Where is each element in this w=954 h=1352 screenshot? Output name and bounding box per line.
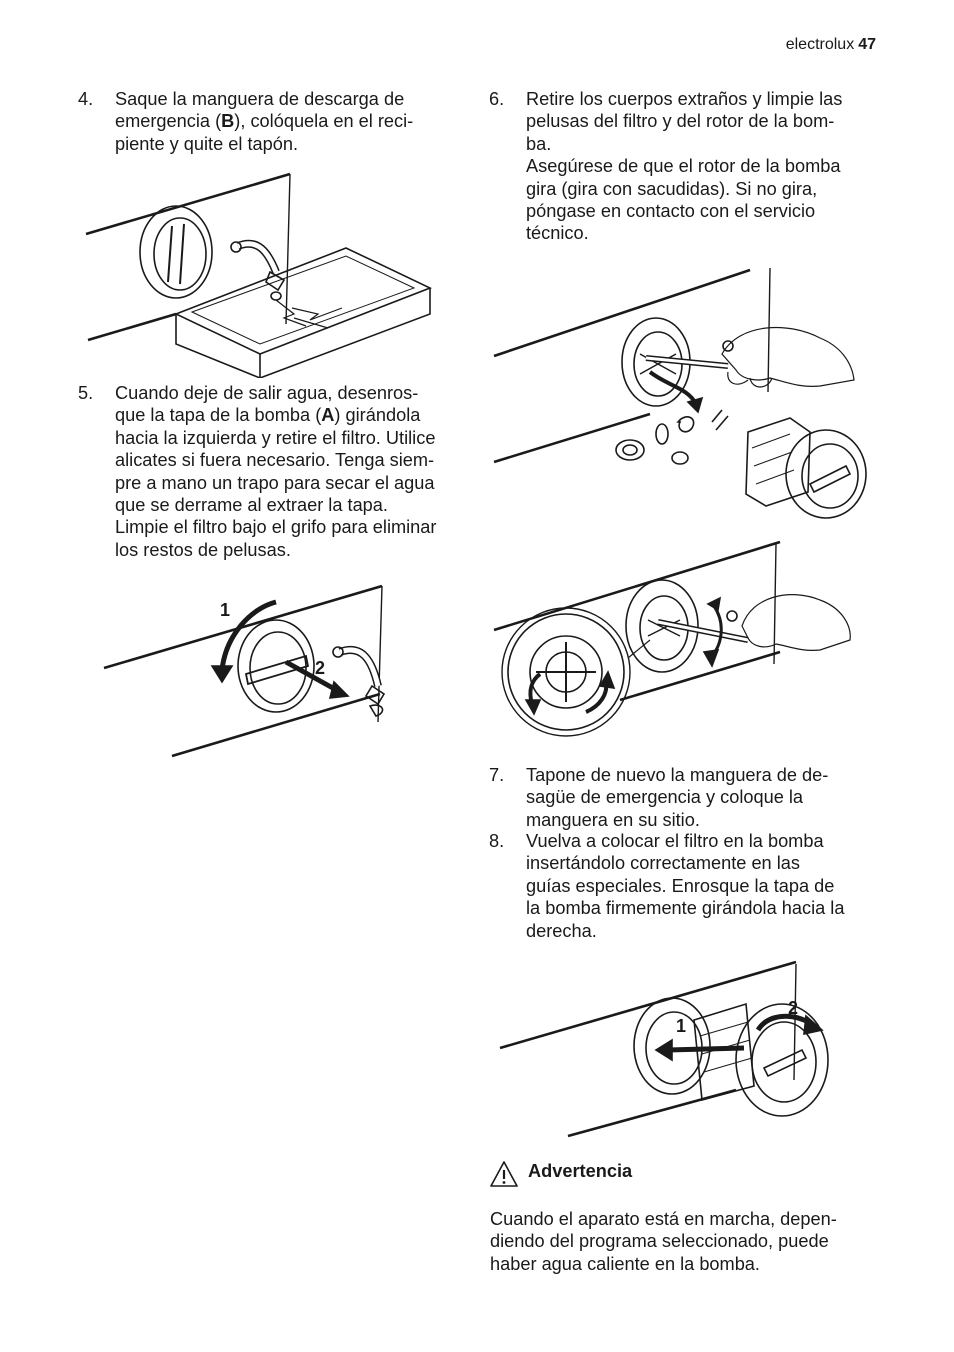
step-line: Tapone de nuevo la manguera de de-: [526, 765, 829, 785]
warning-line: diendo del programa seleccionado, puede: [490, 1231, 829, 1252]
step-text: Retire los cuerpos extraños y limpie las…: [526, 88, 842, 245]
step-line: Asegúrese de que el rotor de la bomba: [526, 156, 841, 177]
step-line: hacia la izquierda y retire el filtro. U…: [115, 427, 436, 448]
step-number: 6.: [489, 89, 505, 109]
warning-text: Cuando el aparato está en marcha, depen-…: [490, 1208, 880, 1275]
warning-line: Cuando el aparato está en marcha, depen-: [490, 1209, 837, 1229]
warning-line: haber agua caliente en la bomba.: [490, 1253, 760, 1274]
step-line: alicates si fuera necesario. Tenga siem-: [115, 450, 435, 471]
step-line: guías especiales. Enrosque la tapa de: [526, 875, 835, 896]
step-line: gira (gira con sacudidas). Si no gira,: [526, 178, 818, 199]
step-line: que se derrame al extraer la tapa.: [115, 495, 388, 516]
step-line: pre a mano un trapo para secar el agua: [115, 472, 435, 493]
step-line: insertándolo correctamente en las: [526, 853, 800, 874]
figure-label-2: 2: [788, 998, 799, 1018]
step-line: Saque la manguera de descarga de: [115, 89, 405, 109]
illustration-drain-hose: [80, 168, 440, 378]
step-line: que la tapa de la bomba (A) girándola: [115, 405, 421, 426]
step-line: Retire los cuerpos extraños y limpie las: [526, 89, 843, 109]
step-text: Tapone de nuevo la manguera de de- sagüe…: [526, 764, 828, 831]
step-line: Cuando deje de salir agua, desenros-: [115, 383, 419, 403]
illustration-clean-rotor: [490, 262, 870, 522]
step-text: Cuando deje de salir agua, desenros- que…: [115, 382, 436, 561]
step-line: manguera en su sitio.: [526, 809, 700, 830]
step-text: Saque la manguera de descarga de emergen…: [115, 88, 413, 155]
illustration-rotor-check: [490, 540, 870, 760]
callout-letter: A: [321, 405, 335, 426]
step-line: derecha.: [526, 920, 597, 941]
step-line: emergencia (B), colóquela en el reci-: [115, 111, 414, 132]
figure-label-1: 1: [220, 600, 231, 620]
step-line: pelusas del filtro y del rotor de la bom…: [526, 111, 835, 132]
step-text: Vuelva a colocar el filtro en la bomba i…: [526, 830, 844, 942]
step-line: la bomba firmemente girándola hacia la: [526, 898, 845, 919]
step-line: ba.: [526, 133, 552, 154]
warning-title: Advertencia: [528, 1161, 633, 1181]
step-line: los restos de pelusas.: [115, 539, 291, 560]
figure-label-2: 2: [315, 658, 326, 678]
step-line: técnico.: [526, 223, 589, 244]
step-line: sagüe de emergencia y coloque la: [526, 787, 804, 808]
figure-label-1: 1: [676, 1016, 687, 1036]
step-number: 4.: [78, 89, 94, 109]
warning-triangle-icon: [490, 1160, 518, 1193]
step-number: 8.: [489, 831, 505, 851]
step-line: Vuelva a colocar el filtro en la bomba: [526, 831, 824, 851]
step-number: 5.: [78, 383, 94, 403]
brand-name: electrolux: [785, 36, 855, 53]
callout-letter: B: [221, 111, 235, 132]
step-line: Limpie el filtro bajo el grifo para elim…: [115, 517, 437, 538]
step-number: 7.: [489, 765, 505, 785]
step-line: póngase en contacto con el servicio: [526, 201, 816, 222]
page-number: 47: [858, 36, 876, 53]
illustration-unscrew-pump-cap: 1 2: [100, 582, 400, 762]
step-line: piente y quite el tapón.: [115, 133, 299, 154]
illustration-reinsert-filter: 1 2: [496, 960, 836, 1140]
